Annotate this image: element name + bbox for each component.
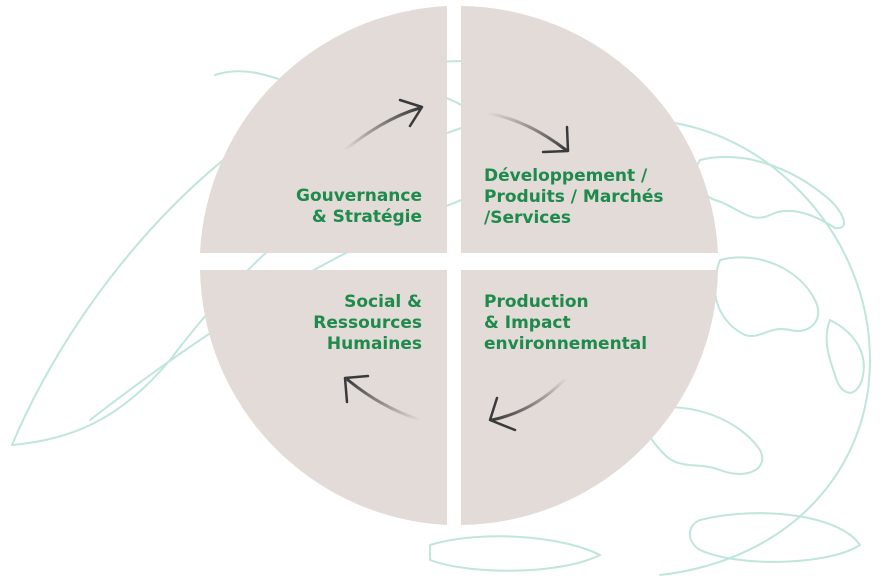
globe-continent-icon xyxy=(429,535,601,572)
globe-continent-icon xyxy=(825,319,865,394)
label-social-ressources-humaines: Social & Ressources Humaines xyxy=(313,292,422,354)
quadrant-bottom-right xyxy=(461,270,718,525)
arrow-bottom-left-icon xyxy=(343,374,422,422)
quadrant-top-left xyxy=(200,6,447,253)
arrow-top-left-icon xyxy=(343,98,424,152)
globe-outline-icon xyxy=(639,119,871,576)
quadrant-top-right xyxy=(461,6,718,253)
quadrant-bottom-left xyxy=(200,270,447,525)
label-gouvernance-strategie: Gouvernance & Stratégie xyxy=(295,186,422,227)
globe-continent-icon xyxy=(688,512,861,563)
label-developpement-produits-marches-services: Développement / Produits / Marchés /Serv… xyxy=(484,166,664,228)
globe-continent-icon xyxy=(695,156,845,230)
arrow-top-right-icon xyxy=(485,111,570,154)
label-production-impact-environnemental: Production & Impact environnemental xyxy=(484,292,648,354)
globe-continent-icon xyxy=(713,256,820,338)
arrow-bottom-right-icon xyxy=(488,376,568,432)
globe-continent-icon xyxy=(645,406,764,475)
